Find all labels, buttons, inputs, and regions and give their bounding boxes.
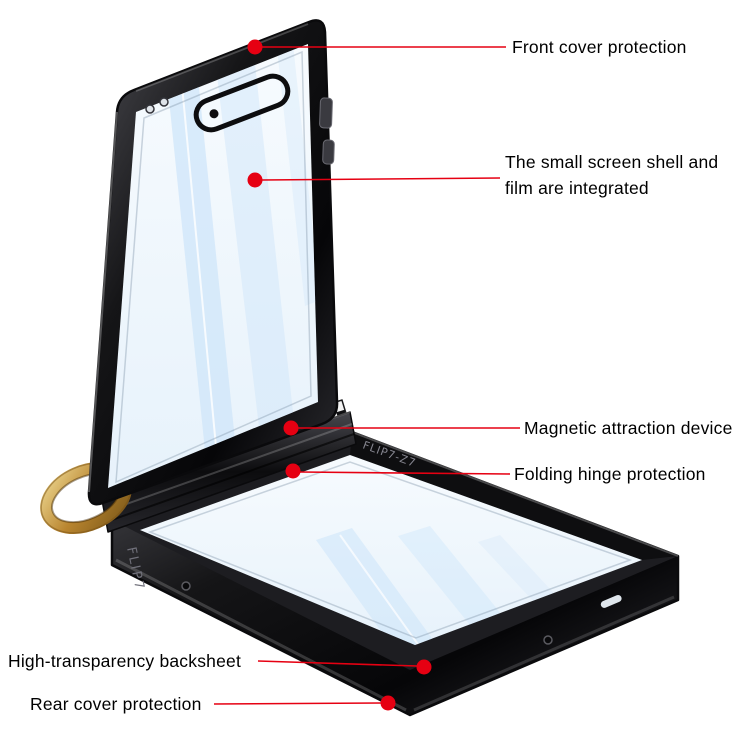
callout-label-screen-shell: The small screen shell and film are inte… [505, 152, 719, 198]
callout-label-magnetic: Magnetic attraction device [524, 418, 733, 438]
side-button [319, 97, 333, 129]
callout-label-backsheet: High-transparency backsheet [8, 651, 242, 671]
callout-label-front-cover: Front cover protection [512, 37, 687, 57]
rear-shell: FLIP7 [110, 430, 680, 717]
screw-icon [145, 104, 155, 114]
callout-line-rear-cover [213, 702, 382, 705]
callout-dot-screen-shell [247, 172, 263, 188]
callout-line-screen-shell [261, 177, 501, 181]
callout-dot-front-cover [247, 39, 263, 55]
callout-line-backsheet [257, 660, 418, 667]
callout-label-rear-cover: Rear cover protection [30, 694, 202, 714]
screw-icon [159, 97, 169, 107]
screen-reflections [166, 44, 318, 480]
callout-dot-hinge [285, 463, 301, 479]
screw-icon [181, 581, 191, 591]
cover-screen-cutout [193, 73, 291, 133]
front-cover [87, 19, 339, 506]
side-button [322, 139, 335, 165]
callout-dot-rear-cover [380, 695, 396, 711]
callout-markers [213, 39, 520, 711]
screw-icon [543, 635, 553, 645]
callout-label-hinge: Folding hinge protection [514, 464, 706, 484]
port-cutout [600, 595, 622, 608]
callout-dot-backsheet [416, 659, 432, 675]
callout-dot-magnetic [283, 420, 299, 436]
callout-line-hinge [299, 471, 511, 475]
